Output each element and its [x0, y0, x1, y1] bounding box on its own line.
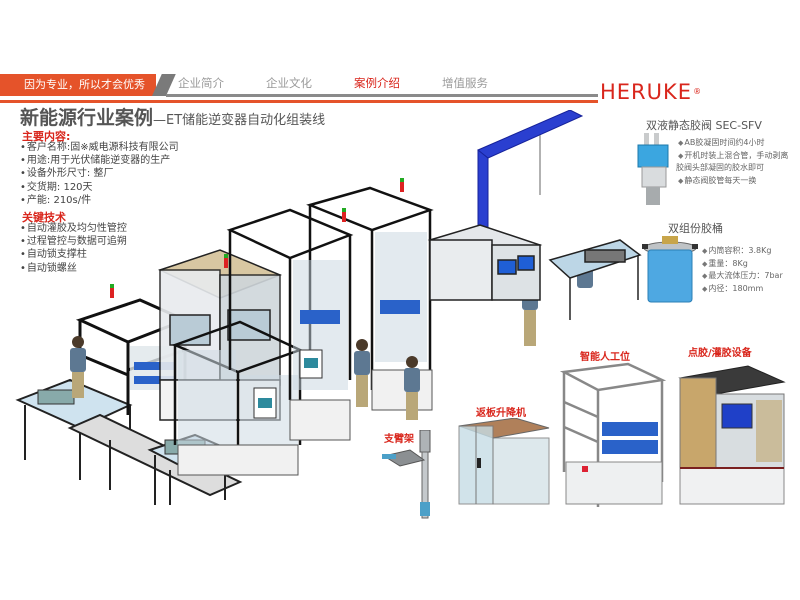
- return-lift-image: [458, 418, 550, 505]
- key-tech-list: 自动灌胶及均匀性管控 过程管控与数据可追朔 自动锁支撑柱 自动锁螺丝: [20, 222, 127, 275]
- return-lift-label: 返板升降机: [476, 408, 526, 419]
- glue-tank-image: [642, 236, 698, 303]
- list-item: 设备外形尺寸: 整厂: [20, 167, 179, 180]
- page-title: 新能源行业案例—ET储能逆变器自动化组装线: [20, 103, 325, 130]
- smart-station-image: [559, 362, 667, 507]
- dispensing-valve-image: [637, 133, 669, 205]
- dispensing-equipment-image: [678, 365, 786, 505]
- list-item: AB胶凝固时间约4小时: [678, 137, 788, 150]
- valve-title: 双液静态胶阀 SEC-SFV: [646, 119, 762, 132]
- main-content-heading: 主要内容:: [22, 130, 71, 143]
- list-item: 开机时装上混合管，手动剥离: [678, 150, 788, 163]
- list-item: 产能: 210s/件: [20, 194, 179, 207]
- smart-station-label: 智能人工位: [580, 352, 630, 363]
- header-divider-orange: [0, 100, 598, 103]
- page-title-main: 新能源行业案例: [20, 107, 154, 129]
- list-item: 自动锁支撑柱: [20, 248, 127, 261]
- valve-specs-2: 静态阀胶管每天一换: [678, 175, 756, 188]
- nav-value-services[interactable]: 增值服务: [442, 76, 488, 90]
- arm-support-image: [382, 430, 431, 519]
- main-nav: 企业简介 企业文化 案例介绍 增值服务: [178, 74, 530, 94]
- list-item: 静态阀胶管每天一换: [678, 175, 756, 188]
- list-item: 交货期: 120天: [20, 181, 179, 194]
- assembly-line-illustration: [15, 110, 642, 505]
- tank-title: 双组份胶桶: [668, 222, 723, 235]
- list-item: 自动锁螺丝: [20, 262, 127, 275]
- valve-specs: AB胶凝固时间约4小时 开机时装上混合管，手动剥离: [678, 137, 788, 162]
- page-title-sub: —ET储能逆变器自动化组装线: [153, 113, 326, 128]
- list-item: 过程管控与数据可追朔: [20, 235, 127, 248]
- logo-text: HERUKE: [600, 80, 693, 104]
- list-item: 客户名称:固※威电源科技有限公司: [20, 141, 179, 154]
- list-item: 重量：8Kg: [702, 258, 783, 271]
- list-item: 用途:用于光伏储能逆变器的生产: [20, 154, 179, 167]
- arm-support-label: 支臂架: [384, 434, 414, 445]
- nav-company-culture[interactable]: 企业文化: [266, 76, 312, 90]
- brand-logo[interactable]: HERUKE®: [600, 80, 703, 104]
- main-content-list: 客户名称:固※威电源科技有限公司 用途:用于光伏储能逆变器的生产 设备外形尺寸:…: [20, 141, 179, 207]
- jib-crane: [477, 110, 584, 269]
- header-divider-grey: [166, 94, 598, 97]
- list-item: 自动灌胶及均匀性管控: [20, 222, 127, 235]
- header-bar: 因为专业，所以才会优秀 企业简介 企业文化 案例介绍 增值服务 HERUKE®: [0, 74, 800, 104]
- key-tech-heading: 关键技术: [22, 211, 66, 224]
- nav-case-intro[interactable]: 案例介绍: [354, 76, 400, 90]
- registered-mark: ®: [693, 87, 703, 96]
- tank-specs: 内筒容积：3.8Kg 重量：8Kg 最大流体压力：7bar 内径：180mm: [702, 245, 783, 296]
- list-item: 内径：180mm: [702, 283, 783, 296]
- slogan-banner: 因为专业，所以才会优秀: [0, 74, 156, 96]
- nav-company-intro[interactable]: 企业简介: [178, 76, 224, 90]
- dispensing-equipment-label: 点胶/灌胶设备: [688, 348, 752, 359]
- list-item: 内筒容积：3.8Kg: [702, 245, 783, 258]
- list-item: 最大流体压力：7bar: [702, 270, 782, 283]
- operator-figure: [70, 336, 86, 398]
- valve-spec-continuation: 胶阀头部凝固的胶水即可: [676, 163, 764, 172]
